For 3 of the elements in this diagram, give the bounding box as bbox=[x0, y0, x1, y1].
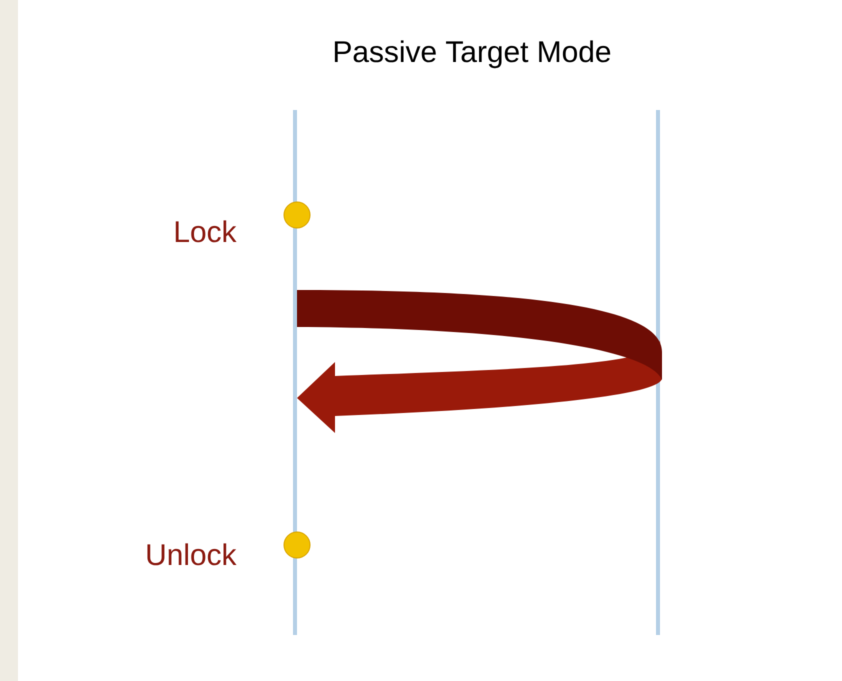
event-label: Lock bbox=[176, 220, 237, 242]
event-label: Unlock bbox=[147, 543, 236, 566]
title: Passive Target Mode bbox=[334, 40, 610, 68]
